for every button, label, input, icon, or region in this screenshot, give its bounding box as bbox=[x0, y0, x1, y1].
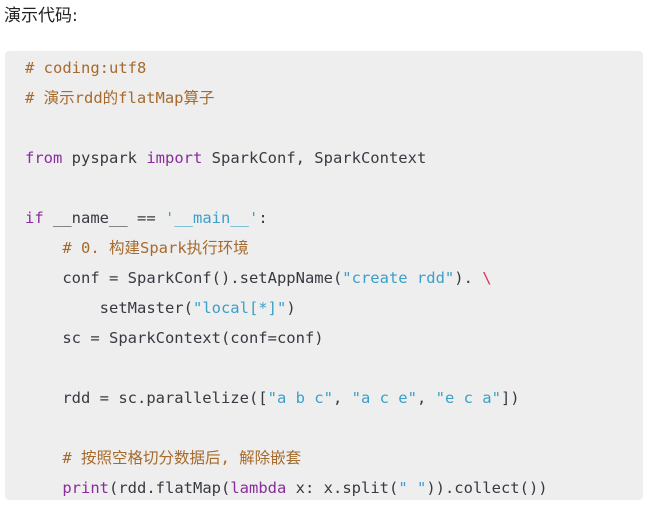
code-token: , bbox=[416, 389, 436, 407]
code-line bbox=[25, 353, 548, 383]
code-line: setMaster("local[*]") bbox=[25, 293, 548, 323]
code-token: "a c e" bbox=[351, 389, 417, 407]
code-token: lambda bbox=[230, 479, 287, 497]
code-token: "a b c" bbox=[267, 389, 333, 407]
code-line: sc = SparkContext(conf=conf) bbox=[25, 323, 548, 353]
code-token: print bbox=[62, 479, 109, 497]
code-token: # 0. 构建Spark执行环境 bbox=[62, 239, 249, 257]
code-token: from bbox=[25, 149, 63, 167]
code-token: "local[*]" bbox=[192, 299, 287, 317]
section-heading: 演示代码: bbox=[4, 6, 78, 26]
code-token: '__main__' bbox=[165, 209, 259, 227]
code-token: )).collect()) bbox=[426, 479, 548, 497]
code-line: if __name__ == '__main__': bbox=[25, 203, 548, 233]
code-token: if bbox=[25, 209, 44, 227]
code-token bbox=[25, 239, 62, 257]
code-token: " " bbox=[398, 479, 427, 497]
code-token: __name__ == bbox=[43, 209, 165, 227]
code-token: : bbox=[258, 209, 268, 227]
code-line bbox=[25, 113, 548, 143]
code-line: # coding:utf8 bbox=[25, 53, 548, 83]
code-token: ). bbox=[454, 269, 483, 287]
code-line bbox=[25, 173, 548, 203]
code-line: # 按照空格切分数据后, 解除嵌套 bbox=[25, 443, 548, 473]
code-line: from pyspark import SparkConf, SparkCont… bbox=[25, 143, 548, 173]
code-token: "e c a" bbox=[435, 389, 501, 407]
code-token: # 演示rdd的flatMap算子 bbox=[25, 89, 215, 107]
code-line: conf = SparkConf().setAppName("create rd… bbox=[25, 263, 548, 293]
code-token: pyspark bbox=[62, 149, 147, 167]
code-token: \ bbox=[482, 269, 492, 287]
code-token: conf = SparkConf().setAppName( bbox=[25, 269, 343, 287]
code-line: # 演示rdd的flatMap算子 bbox=[25, 83, 548, 113]
code-token: setMaster( bbox=[25, 299, 193, 317]
code-token bbox=[25, 479, 62, 497]
code-token: ) bbox=[286, 299, 296, 317]
code-token: , bbox=[332, 389, 352, 407]
code-line: rdd = sc.parallelize(["a b c", "a c e", … bbox=[25, 383, 548, 413]
code-token: "create rdd" bbox=[342, 269, 455, 287]
code-content: # coding:utf8 # 演示rdd的flatMap算子 from pysp… bbox=[25, 53, 548, 503]
code-token: rdd = sc.parallelize([ bbox=[25, 389, 268, 407]
code-token: # coding:utf8 bbox=[25, 59, 147, 77]
code-line bbox=[25, 413, 548, 443]
code-line: # 0. 构建Spark执行环境 bbox=[25, 233, 548, 263]
code-line: print(rdd.flatMap(lambda x: x.split(" ")… bbox=[25, 473, 548, 503]
code-token bbox=[25, 449, 62, 467]
code-token: ]) bbox=[500, 389, 520, 407]
code-token: x: x.split( bbox=[286, 479, 399, 497]
code-token: # 按照空格切分数据后, 解除嵌套 bbox=[62, 449, 302, 467]
code-token: (rdd.flatMap( bbox=[109, 479, 231, 497]
code-block bbox=[5, 51, 643, 500]
code-token: SparkConf, SparkContext bbox=[202, 149, 427, 167]
code-token: sc = SparkContext(conf=conf) bbox=[25, 329, 324, 347]
code-token: import bbox=[146, 149, 203, 167]
